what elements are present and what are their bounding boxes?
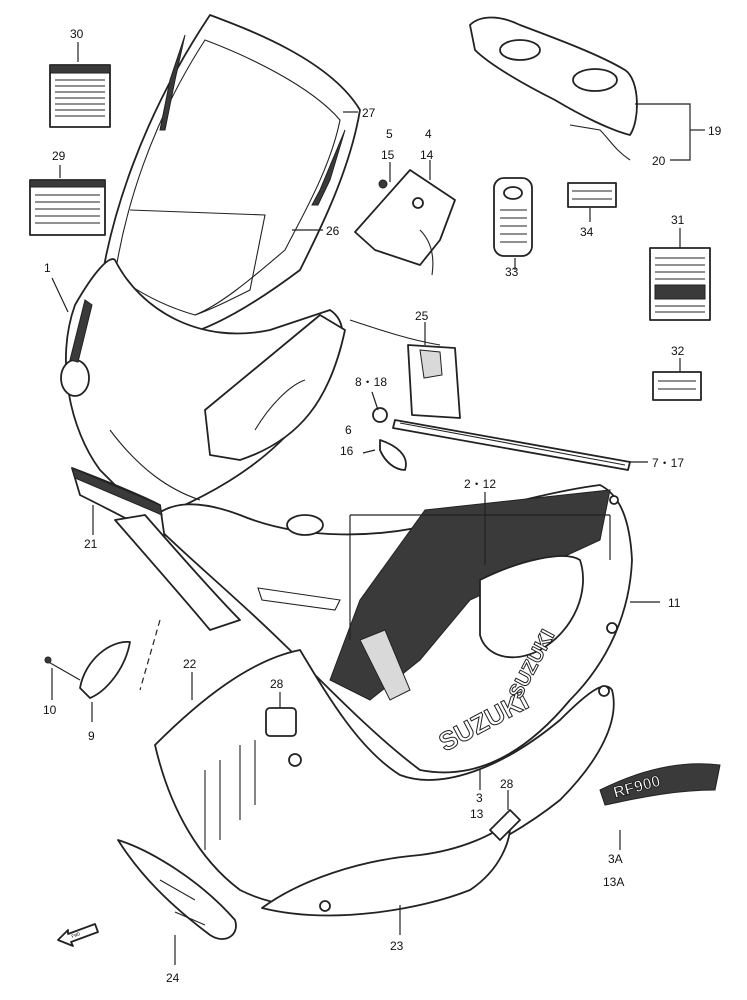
decal-31	[649, 247, 711, 321]
label-19: 19	[708, 124, 722, 138]
label-23: 23	[390, 939, 404, 953]
label-30: 30	[70, 27, 84, 41]
front-arrow-label: FWD	[71, 931, 82, 940]
label-21: 21	[84, 537, 98, 551]
label-22: 22	[183, 657, 197, 671]
label-3: 3	[476, 791, 483, 805]
windscreen	[99, 14, 361, 336]
label-25: 25	[415, 309, 429, 323]
decal-34	[567, 182, 617, 208]
label-28a: 28	[270, 677, 284, 691]
label-14: 14	[420, 148, 434, 162]
label-13: 13	[470, 807, 484, 821]
label-4: 4	[425, 127, 432, 141]
label-33: 33	[505, 265, 519, 279]
small-cover	[44, 641, 131, 699]
spacer-block	[265, 707, 297, 737]
label-32: 32	[671, 344, 685, 358]
label-15: 15	[381, 148, 395, 162]
label-9: 9	[88, 729, 95, 743]
trim-strip	[392, 419, 631, 471]
label-1: 1	[44, 261, 51, 275]
label-13a: 13A	[603, 875, 624, 889]
label-20: 20	[652, 154, 666, 168]
model-badge: RF900	[599, 763, 721, 806]
side-piece	[372, 407, 407, 471]
label-7-17: 7・17	[652, 456, 684, 470]
label-8-18: 8・18	[355, 375, 387, 389]
label-3a: 3A	[608, 852, 623, 866]
upper-cowl	[60, 258, 344, 521]
label-24: 24	[166, 971, 180, 985]
label-29: 29	[52, 149, 66, 163]
callout-labels: 30 29 1 27 26 5 15 4 14 19 20 31 32 33 3…	[43, 27, 722, 985]
label-27: 27	[362, 106, 376, 120]
label-2-12: 2・12	[464, 477, 496, 491]
label-5: 5	[386, 127, 393, 141]
side-fairing	[149, 484, 633, 774]
decal-32	[652, 371, 702, 401]
label-26: 26	[326, 224, 340, 238]
inner-panel	[204, 314, 461, 461]
label-31: 31	[671, 213, 685, 227]
small-pad	[489, 809, 521, 841]
label-10: 10	[43, 703, 57, 717]
label-34: 34	[580, 225, 594, 239]
lower-strip	[114, 514, 241, 631]
label-16: 16	[340, 444, 354, 458]
label-11: 11	[668, 596, 681, 610]
label-28b: 28	[500, 777, 514, 791]
decal-33	[493, 177, 533, 257]
label-6: 6	[345, 423, 352, 437]
inner-lower-panel	[117, 839, 237, 940]
front-arrow: FWD	[57, 923, 99, 947]
decal-30	[49, 64, 111, 128]
decal-29	[29, 179, 106, 236]
instrument-cover	[469, 16, 638, 161]
leader-lines	[51, 42, 705, 965]
mount-bracket	[354, 169, 456, 276]
